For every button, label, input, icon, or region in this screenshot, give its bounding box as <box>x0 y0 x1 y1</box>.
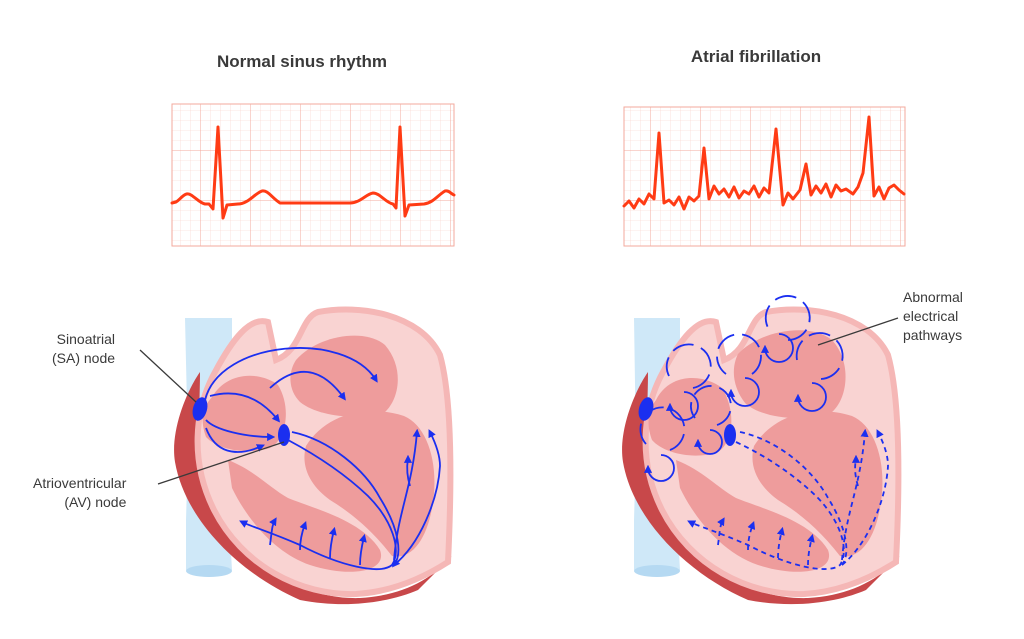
sa-node-afib <box>638 397 654 421</box>
heart-base-shadow-afib <box>622 372 900 605</box>
sa-node-label-line-2: (SA) node <box>52 350 116 366</box>
left-ventricle <box>304 411 435 557</box>
ecg-grid-right <box>623 106 906 247</box>
abnormal-label-line-2: electrical <box>903 308 959 324</box>
av-node-label-line-1: Atrioventricular <box>33 475 127 491</box>
circuit-3 <box>793 332 844 412</box>
circuit-1 <box>760 295 811 363</box>
right-atrium-afib <box>648 378 732 456</box>
heart-afib <box>622 295 902 605</box>
sa-node <box>192 397 208 421</box>
dashed-ventricle-pathways <box>687 428 889 570</box>
left-atrium <box>290 335 398 417</box>
abnormal-label-line-1: Abnormal <box>903 289 963 305</box>
conduction-pathways-normal <box>204 347 441 570</box>
ecg-normal-strip <box>170 103 456 247</box>
heart-normal <box>139 306 454 605</box>
circuit-6 <box>639 406 686 482</box>
right-ventricle <box>228 460 382 572</box>
sa-node-leader-line <box>139 349 197 403</box>
av-node-label-line-2: (AV) node <box>64 494 127 510</box>
vena-cava-end <box>186 565 232 577</box>
vena-cava-end-afib <box>634 565 680 577</box>
abnormal-pathways-label: Abnormal electrical pathways <box>903 288 963 345</box>
sa-node-label-line-1: Sinoatrial <box>56 331 116 347</box>
av-node-leader-line <box>157 441 285 485</box>
abnormal-label-line-3: pathways <box>903 327 963 343</box>
circuit-5 <box>690 385 732 455</box>
right-atrium <box>202 375 286 452</box>
ecg-afib-strip <box>622 106 906 247</box>
left-ventricle-afib <box>752 411 883 557</box>
sa-node-label: Sinoatrial (SA) node <box>52 330 115 368</box>
right-ventricle-afib <box>676 460 830 572</box>
circuit-2 <box>716 333 762 407</box>
ecg-trace-normal <box>170 125 456 220</box>
av-node-label: Atrioventricular (AV) node <box>33 474 126 512</box>
atrial-fibrillation-title: Atrial fibrillation <box>690 47 822 66</box>
av-node <box>278 424 290 446</box>
heart-base-shadow <box>174 372 452 605</box>
av-node-afib <box>724 424 736 446</box>
normal-sinus-rhythm-title: Normal sinus rhythm <box>216 52 388 71</box>
abnormal-leader-line <box>817 317 899 346</box>
ecg-trace-afib <box>622 115 906 211</box>
chaotic-circuits <box>639 295 844 482</box>
